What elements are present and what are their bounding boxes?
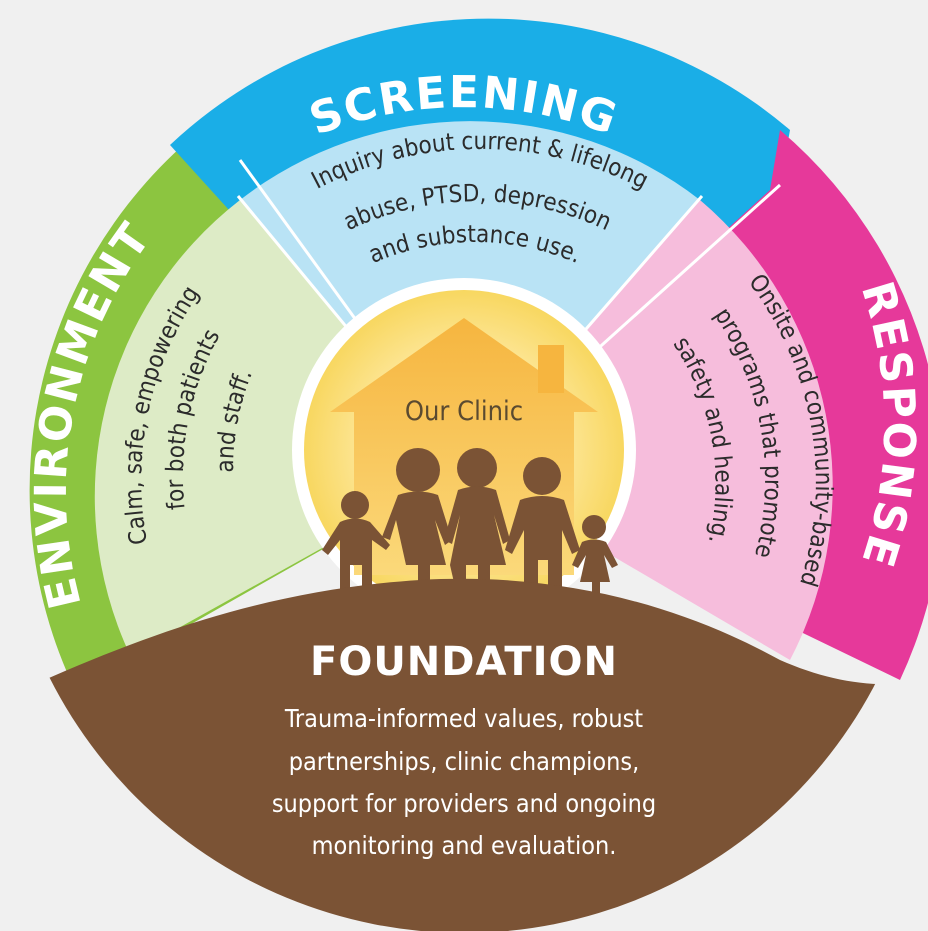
foundation-line-1: Trauma-informed values, robust <box>284 704 643 733</box>
environment-inner-segment <box>94 200 464 655</box>
clinic-label: Our Clinic <box>405 396 523 427</box>
response-inner-segment <box>464 200 833 660</box>
foundation-line-4: monitoring and evaluation. <box>312 831 617 860</box>
family-silhouette-icon <box>322 448 618 600</box>
foundation-line-3: support for providers and ongoing <box>272 789 656 818</box>
foundation-line-2: partnerships, clinic champions, <box>289 747 640 776</box>
foundation-description: Trauma-informed values, robust partnersh… <box>272 704 656 860</box>
foundation-title: FOUNDATION <box>310 639 618 685</box>
foundation-hill <box>0 578 928 931</box>
